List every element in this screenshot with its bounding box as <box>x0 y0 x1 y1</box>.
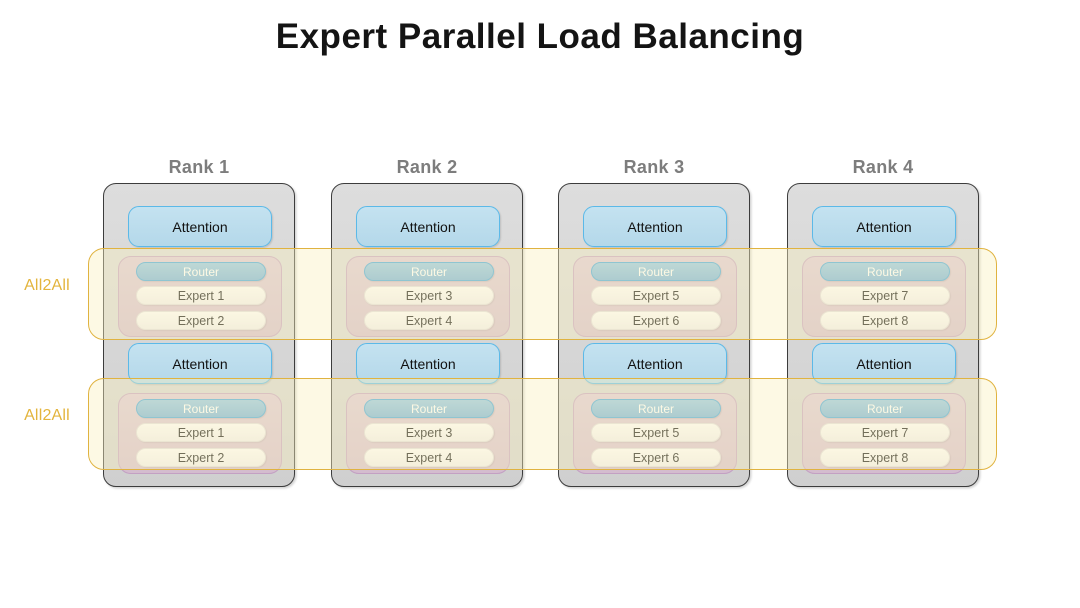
expert-block[interactable]: Expert 4 <box>364 311 494 330</box>
expert-block[interactable]: Expert 2 <box>136 311 266 330</box>
router-block[interactable]: Router <box>364 399 494 418</box>
expert-block[interactable]: Expert 4 <box>364 448 494 467</box>
router-block[interactable]: Router <box>136 262 266 281</box>
router-block[interactable]: Router <box>591 399 721 418</box>
expert-block[interactable]: Expert 7 <box>820 286 950 305</box>
rank-header: Rank 2 <box>396 157 458 177</box>
attention-block[interactable]: Attention <box>812 343 956 384</box>
expert-block[interactable]: Expert 5 <box>591 423 721 442</box>
all2all-band <box>88 378 997 470</box>
attention-block[interactable]: Attention <box>812 206 956 247</box>
attention-block[interactable]: Attention <box>356 206 500 247</box>
rank-header: Rank 1 <box>168 157 230 177</box>
expert-block[interactable]: Expert 6 <box>591 448 721 467</box>
router-block[interactable]: Router <box>591 262 721 281</box>
rank-header: Rank 4 <box>852 157 914 177</box>
router-block[interactable]: Router <box>820 399 950 418</box>
expert-block[interactable]: Expert 7 <box>820 423 950 442</box>
attention-block[interactable]: Attention <box>583 206 727 247</box>
expert-block[interactable]: Expert 1 <box>136 286 266 305</box>
router-block[interactable]: Router <box>136 399 266 418</box>
expert-block[interactable]: Expert 2 <box>136 448 266 467</box>
attention-block[interactable]: Attention <box>356 343 500 384</box>
all2all-band <box>88 248 997 340</box>
all2all-label: All2All <box>24 277 70 294</box>
expert-block[interactable]: Expert 5 <box>591 286 721 305</box>
page-title: Expert Parallel Load Balancing <box>275 17 805 56</box>
attention-block[interactable]: Attention <box>583 343 727 384</box>
expert-block[interactable]: Expert 3 <box>364 423 494 442</box>
router-block[interactable]: Router <box>364 262 494 281</box>
expert-block[interactable]: Expert 8 <box>820 311 950 330</box>
router-block[interactable]: Router <box>820 262 950 281</box>
expert-block[interactable]: Expert 1 <box>136 423 266 442</box>
expert-block[interactable]: Expert 3 <box>364 286 494 305</box>
all2all-label: All2All <box>24 407 70 424</box>
attention-block[interactable]: Attention <box>128 343 272 384</box>
expert-block[interactable]: Expert 8 <box>820 448 950 467</box>
attention-block[interactable]: Attention <box>128 206 272 247</box>
rank-header: Rank 3 <box>623 157 685 177</box>
expert-block[interactable]: Expert 6 <box>591 311 721 330</box>
